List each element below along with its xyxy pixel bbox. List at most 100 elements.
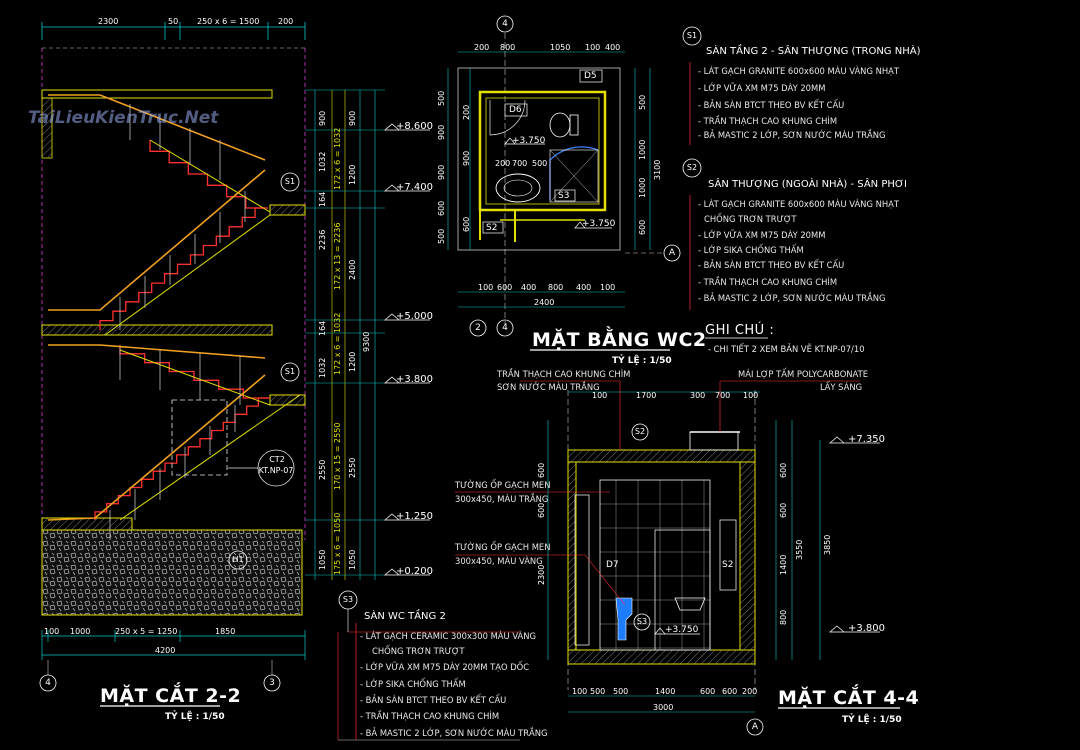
dim-text: 100 (585, 43, 601, 52)
callout-text: 300x450, MÀU VÀNG (455, 556, 543, 566)
dim-text: 200 (495, 159, 511, 168)
tag-spec: S2 (486, 223, 498, 233)
dim-vertical: 600 (638, 219, 647, 235)
dim-text: 100 (572, 687, 588, 696)
callout-text: TRẦN THẠCH CAO KHUNG CHÌM (497, 369, 631, 379)
level-label: +3.750 (665, 625, 699, 635)
spec-line: - LÁT GẠCH GRANITE 600x600 MÀU VÀNG NHẠT (698, 199, 900, 209)
dim-text: 400 (605, 43, 621, 52)
dim-vertical: 600 (779, 502, 788, 518)
spec-line: - LỚP SIKA CHỐNG THẤM (360, 679, 466, 689)
section-mark: S3 (342, 595, 354, 604)
dim-vertical: 172 x 13 = 2236 (333, 222, 342, 290)
dim-total: 3000 (653, 703, 674, 712)
dim-text: 250 x 6 = 1500 (197, 17, 260, 26)
view-scale: TỶ LỆ : 1/50 (612, 356, 672, 366)
spec-line: - BẢN SÀN BTCT THEO BV KẾT CẤU (360, 695, 507, 705)
spec-line: CHỐNG TRƠN TRƯỢT (704, 214, 797, 224)
dim-vertical: 500 (638, 94, 647, 110)
ref-tag: KT.NP-07 (258, 466, 294, 475)
tag-door: D5 (584, 71, 597, 81)
spec-line: - LỚP SIKA CHỐNG THẤM (698, 245, 804, 255)
dim-text: 1000 (70, 627, 91, 636)
dim-text: 100 (478, 283, 494, 292)
dim-vertical: 500 (437, 90, 446, 106)
spec-line: - BẢ MASTIC 2 LỚP, SƠN NƯỚC MÀU TRẮNG (698, 130, 886, 140)
dim-text: 1400 (655, 687, 676, 696)
dim-vertical: 1050 (318, 549, 327, 570)
dim-vertical: 1032 (318, 151, 327, 172)
dim-text: 1850 (215, 627, 236, 636)
tag-door: D6 (509, 105, 522, 115)
dim-text: 2300 (98, 17, 119, 26)
dim-vertical: 2236 (318, 229, 327, 250)
dim-text: 100 (743, 391, 759, 400)
dim-vertical: 1400 (779, 554, 788, 575)
grid-bubble: 4 (45, 678, 51, 688)
dim-text: 1050 (550, 43, 571, 52)
level-label: +3.750 (582, 219, 616, 229)
dim-vertical: 900 (437, 164, 446, 180)
dim-text: 800 (500, 43, 516, 52)
dim-text: 600 (700, 687, 716, 696)
spec-heading: SÂN THƯỢNG (NGOÀI NHÀ) - SÂN PHƠI (708, 179, 907, 190)
dim-vertical: 164 (318, 191, 327, 207)
dim-text: 100 (600, 283, 616, 292)
dim-vertical: 164 (318, 320, 327, 336)
dim-text: 700 (512, 159, 528, 168)
dim-text: 100 (592, 391, 608, 400)
callout-text: SƠN NƯỚC MÀU TRẮNG (497, 382, 600, 392)
watermark-logo: TaiLieuKienTruc.Net (28, 108, 219, 128)
dim-vertical: 900 (462, 150, 471, 166)
spec-line: - LỚP VỮA XM M75 DÀY 20MM (698, 230, 826, 240)
view-title-section-2-2: MẶT CẮT 2-2 (100, 685, 242, 707)
dim-vertical: 2400 (348, 259, 357, 280)
callout-text: 300x450, MÀU TRẮNG (455, 494, 549, 504)
dim-vertical: 1050 (348, 549, 357, 570)
stair-section (39, 22, 520, 741)
section-mark: S1 (284, 367, 296, 376)
ref-tag: CT2 (269, 455, 285, 464)
spec-mark: S1 (686, 31, 698, 40)
dim-vertical: 175 x 6 = 1050 (333, 512, 342, 575)
level-label: +5.000 (396, 311, 434, 322)
spec-line: - TRẦN THẠCH CAO KHUNG CHÌM (360, 711, 500, 721)
spec-line: - BẢ MASTIC 2 LỚP, SƠN NƯỚC MÀU TRẮNG (698, 293, 886, 303)
dim-vertical: 1032 (318, 357, 327, 378)
view-title-section-4-4: MẶT CẮT 4-4 (778, 687, 920, 709)
dim-vertical: 1200 (348, 351, 357, 372)
dim-vertical: 600 (537, 502, 546, 518)
view-title-plan-wc2: MẶT BẰNG WC2 (532, 329, 707, 351)
level-label: +0.200 (396, 566, 434, 577)
dim-total: 4200 (155, 646, 176, 655)
dim-vertical: 170 x 15 = 2550 (333, 422, 342, 490)
level-label: +7.400 (396, 182, 434, 193)
dim-vertical: 800 (779, 609, 788, 625)
notes-line: - CHI TIẾT 2 XEM BẢN VẼ KT.NP-07/10 (708, 344, 865, 354)
dim-vertical: 200 (462, 104, 471, 120)
dim-vertical: 172 x 6 = 1032 (333, 312, 342, 375)
level-label: +3.800 (848, 623, 886, 634)
dim-text: 500 (590, 687, 606, 696)
dim-vertical: 1000 (638, 177, 647, 198)
section-mark: S1 (284, 177, 296, 186)
dim-vertical: 172 x 6 = 1032 (333, 127, 342, 190)
spec-heading: SÀN WC TẦNG 2 (364, 611, 446, 622)
dim-vertical: 2550 (348, 457, 357, 478)
section-mark: S3 (636, 617, 648, 626)
dim-text: 50 (168, 17, 179, 26)
level-label: +3.750 (512, 136, 546, 146)
grid-bubble: 2 (475, 323, 481, 333)
level-label: +3.800 (396, 374, 434, 385)
dim-vertical: 600 (462, 216, 471, 232)
notes-heading: GHI CHÚ : (705, 323, 775, 338)
dim-text: 600 (497, 283, 513, 292)
spec-line: - TRẦN THẠCH CAO KHUNG CHÌM (698, 277, 838, 287)
dim-vertical: 600 (779, 462, 788, 478)
dim-vertical: 900 (437, 124, 446, 140)
wc-plan (447, 15, 681, 337)
grid-bubble: 3 (269, 678, 275, 688)
spec-line: - BẢ MASTIC 2 LỚP, SƠN NƯỚC MÀU TRẮNG (360, 728, 548, 738)
grid-bubble: 4 (502, 323, 508, 333)
